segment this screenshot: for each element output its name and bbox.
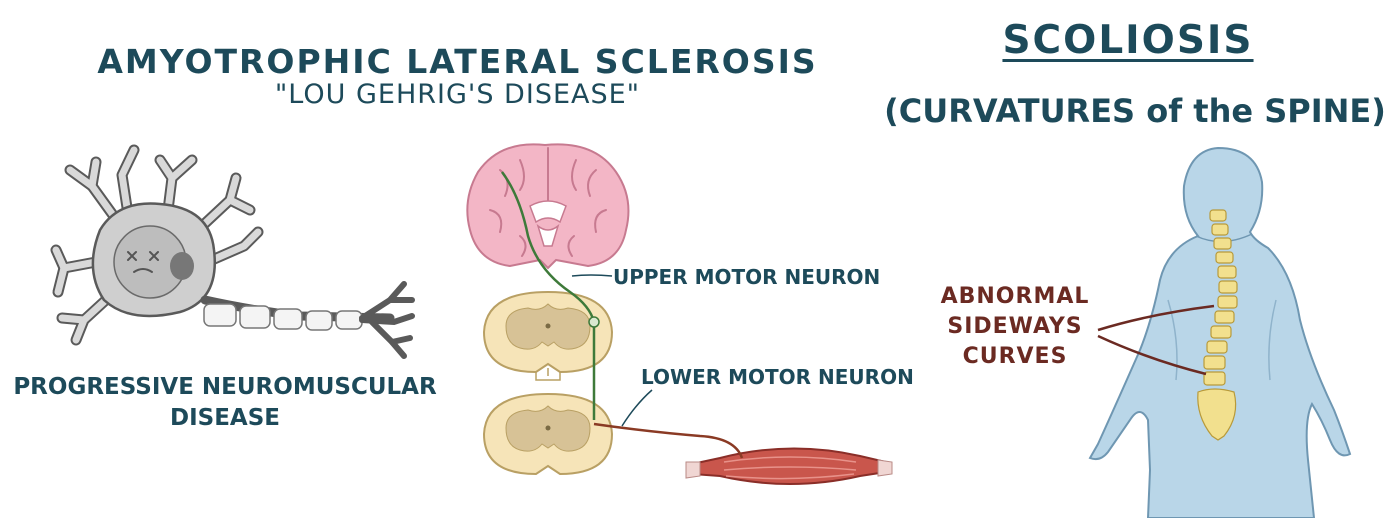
damaged-neuron-icon — [50, 144, 415, 359]
brain-coronal-icon — [466, 143, 630, 270]
lower-motor-neuron-label: LOWER MOTOR NEURON — [641, 365, 914, 389]
curves-label-line-3: CURVES — [962, 344, 1068, 369]
curve-callout-line-upper — [1097, 304, 1215, 332]
upper-motor-neuron-path — [500, 171, 596, 420]
curves-label-line-1: ABNORMAL — [940, 284, 1090, 309]
lower-motor-neuron-path — [593, 422, 744, 459]
spinal-cord-section-icon — [482, 290, 614, 476]
curve-callout-line-lower — [1097, 334, 1207, 376]
muscle-icon — [685, 447, 893, 485]
scoliosis-subtitle: (CURVATURES of the SPINE) — [884, 92, 1386, 130]
als-subtitle: "LOU GEHRIG'S DISEASE" — [274, 79, 641, 110]
scoliosis-title: SCOLIOSIS — [1002, 18, 1254, 63]
als-title: AMYOTROPHIC LATERAL SCLEROSIS — [97, 42, 818, 81]
neuron-caption-line-1: PROGRESSIVE NEUROMUSCULAR — [13, 374, 437, 400]
curved-spine-icon — [1197, 209, 1238, 441]
lower-motor-neuron-leader — [621, 389, 653, 427]
curves-label-line-2: SIDEWAYS — [947, 314, 1083, 339]
upper-motor-neuron-leader — [571, 274, 613, 277]
neuron-caption-line-2: DISEASE — [169, 405, 280, 431]
upper-motor-neuron-label: UPPER MOTOR NEURON — [613, 265, 881, 289]
